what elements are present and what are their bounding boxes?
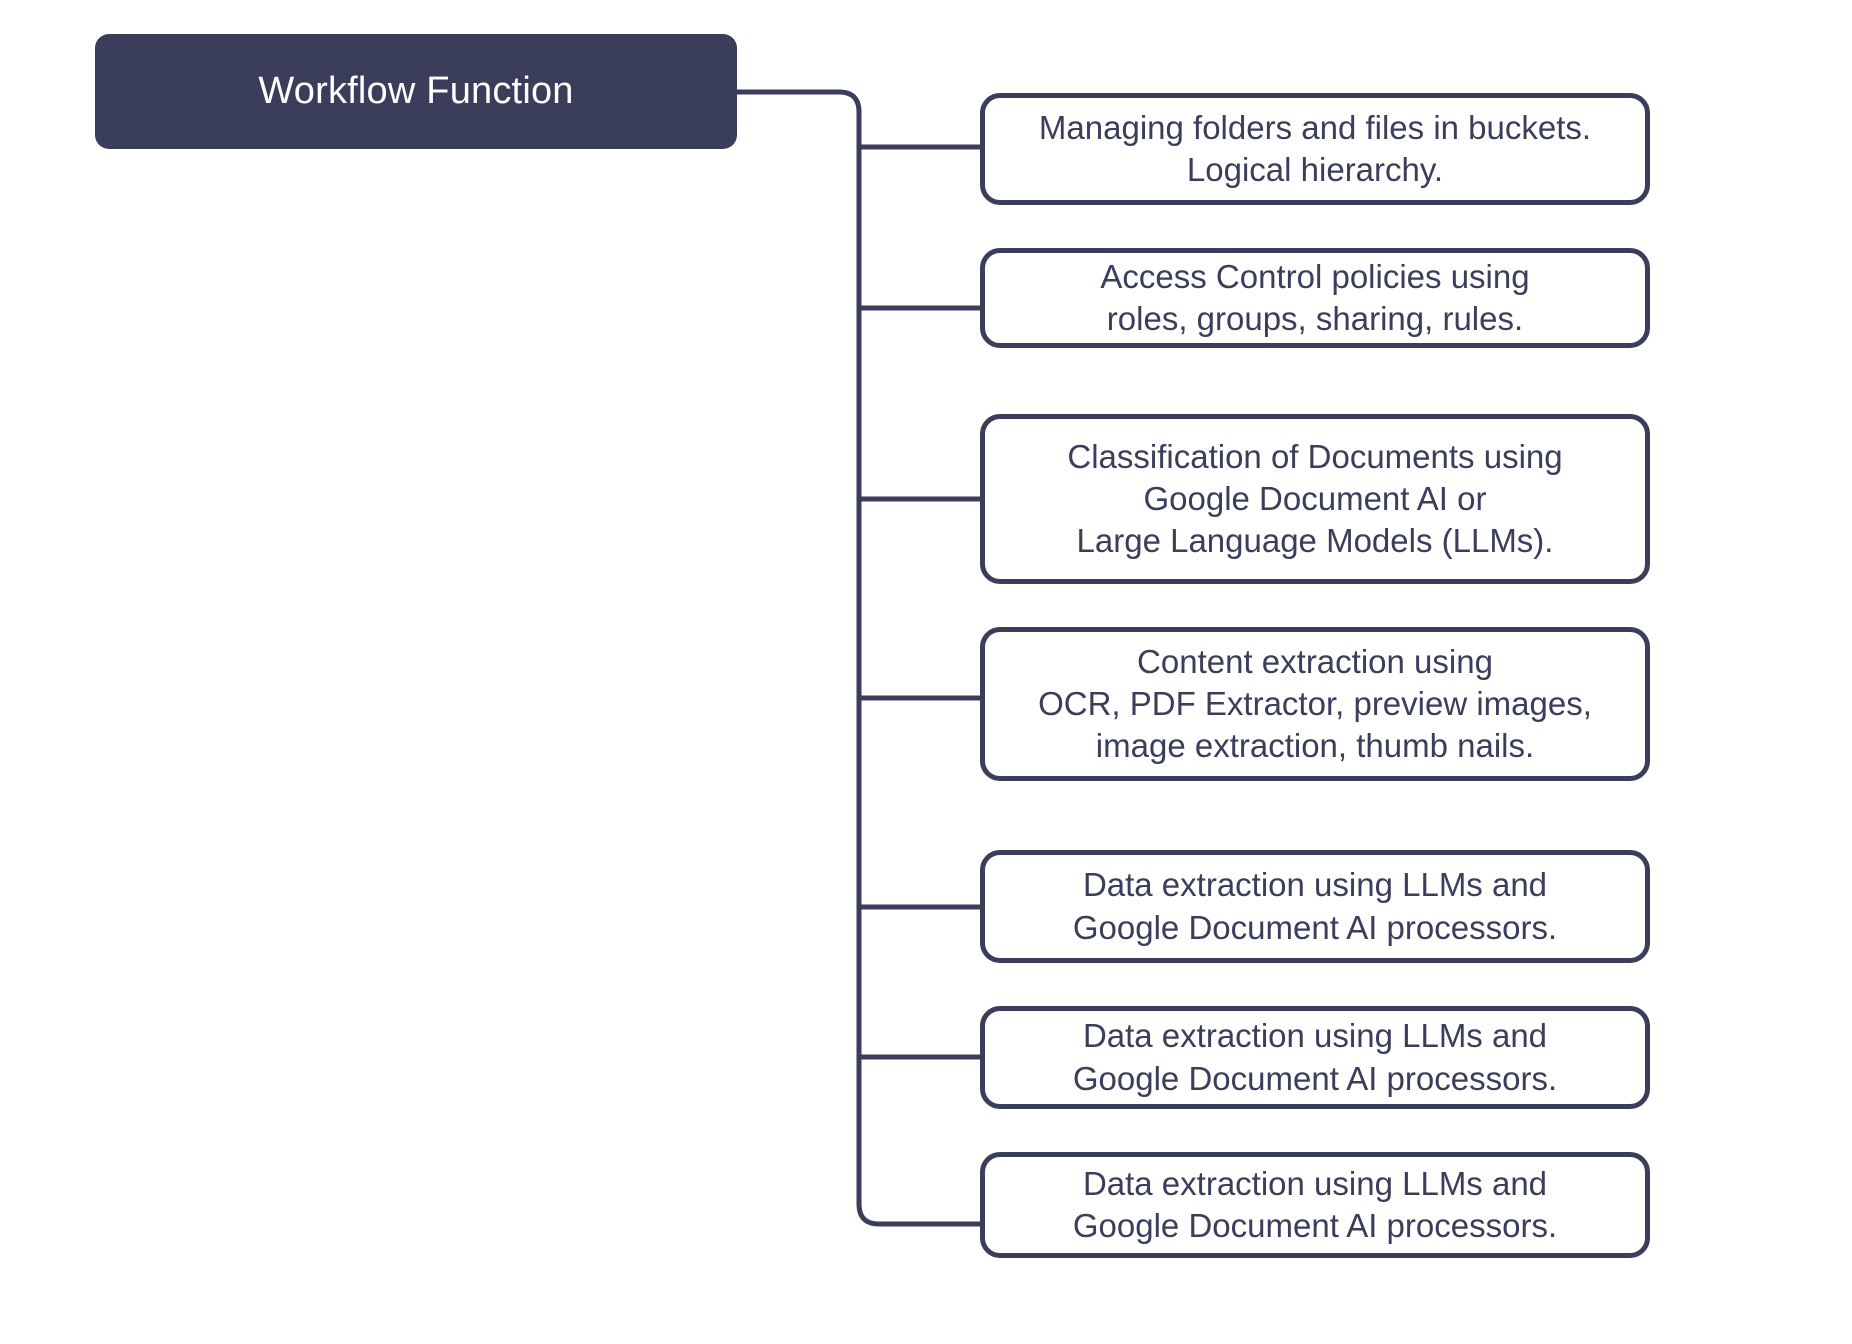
- leaf-node-branch-6[interactable]: Data extraction using LLMs and Google Do…: [980, 1006, 1650, 1109]
- leaf-node-label: Data extraction using LLMs and Google Do…: [1072, 866, 1558, 946]
- leaf-node-label: Data extraction using LLMs and Google Do…: [1072, 1017, 1558, 1097]
- leaf-node-branch-3[interactable]: Classification of Documents using Google…: [980, 414, 1650, 584]
- leaf-node-branch-4[interactable]: Content extraction using OCR, PDF Extrac…: [980, 627, 1650, 781]
- leaf-node-branch-2[interactable]: Access Control policies using roles, gro…: [980, 248, 1650, 348]
- leaf-node-label: Access Control policies using roles, gro…: [1100, 257, 1530, 337]
- trunk-connector: [737, 89, 980, 1227]
- leaf-node-label: Managing folders and files in buckets. L…: [1038, 108, 1592, 188]
- root-node-label: Workflow Function: [258, 69, 574, 112]
- leaf-node-label: Data extraction using LLMs and Google Do…: [1072, 1164, 1558, 1244]
- leaf-node-branch-1[interactable]: Managing folders and files in buckets. L…: [980, 93, 1650, 205]
- leaf-node-branch-5[interactable]: Data extraction using LLMs and Google Do…: [980, 850, 1650, 963]
- leaf-node-branch-7[interactable]: Data extraction using LLMs and Google Do…: [980, 1152, 1650, 1258]
- leaf-node-label: Classification of Documents using Google…: [1067, 437, 1563, 560]
- leaf-node-label: Content extraction using OCR, PDF Extrac…: [1038, 642, 1592, 765]
- root-node-workflow-function[interactable]: Workflow Function: [95, 34, 737, 149]
